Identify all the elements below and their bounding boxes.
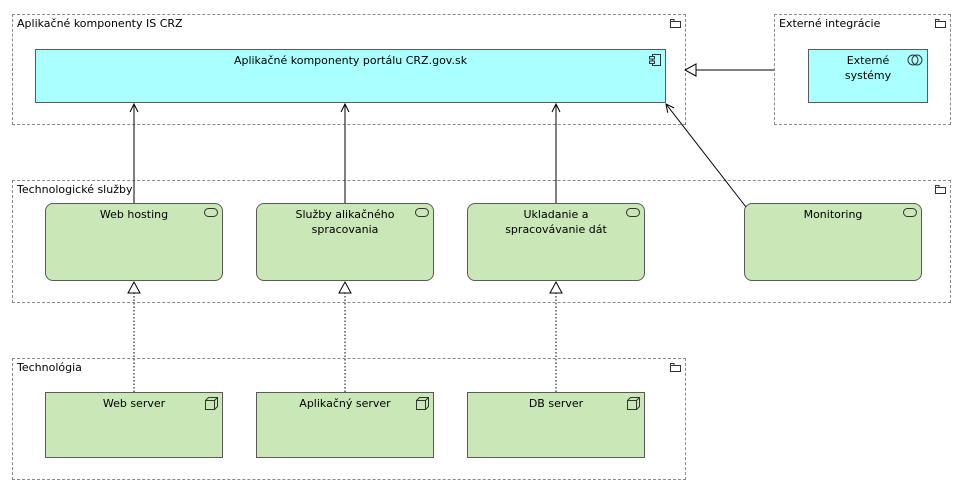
folder-icon [670, 19, 681, 28]
external-systems-label: Externé systémy [844, 54, 892, 82]
folder-icon [670, 363, 681, 372]
external-systems[interactable]: Externé systémy [808, 49, 928, 103]
node-icon [416, 397, 429, 410]
service-icon [626, 208, 640, 217]
node-icon [627, 397, 640, 410]
service-monitoring-label: Monitoring [803, 208, 863, 221]
group-tech-services-label: Technologické služby [17, 183, 133, 196]
service-web-hosting[interactable]: Web hosting [45, 203, 223, 281]
device-app-server-label: Aplikačný server [299, 397, 391, 410]
serving-edge-monitoring [666, 104, 747, 208]
portal-component[interactable]: Aplikačné komponenty portálu CRZ.gov.sk [35, 49, 666, 103]
interface-icon [907, 54, 923, 66]
node-icon [205, 397, 218, 410]
folder-icon [935, 19, 946, 28]
service-icon [415, 208, 429, 217]
device-web-server[interactable]: Web server [45, 392, 223, 458]
group-app-components-label: Aplikačné komponenty IS CRZ [17, 17, 183, 30]
device-db-server[interactable]: DB server [467, 392, 645, 458]
service-data-storage-label: Ukladanie a spracovávanie dát [505, 208, 607, 236]
device-db-server-label: DB server [528, 397, 584, 410]
folder-icon [935, 185, 946, 194]
service-data-storage[interactable]: Ukladanie a spracovávanie dát [467, 203, 645, 281]
component-icon [649, 54, 661, 66]
group-external-label: Externé integrácie [779, 17, 881, 30]
service-app-processing-label: Služby alikačného spracovania [295, 208, 395, 236]
service-icon [204, 208, 218, 217]
service-monitoring[interactable]: Monitoring [744, 203, 922, 281]
device-web-server-label: Web server [102, 397, 166, 410]
device-app-server[interactable]: Aplikačný server [256, 392, 434, 458]
group-external-integrations: Externé integrácie [774, 14, 951, 125]
portal-component-label: Aplikačné komponenty portálu CRZ.gov.sk [233, 54, 468, 67]
service-app-processing[interactable]: Služby alikačného spracovania [256, 203, 434, 281]
group-tech-services: Technologické služby [12, 180, 951, 303]
service-icon [903, 208, 917, 217]
service-web-hosting-label: Web hosting [99, 208, 169, 221]
group-technology: Technológia [12, 358, 686, 480]
group-technology-label: Technológia [17, 361, 82, 374]
